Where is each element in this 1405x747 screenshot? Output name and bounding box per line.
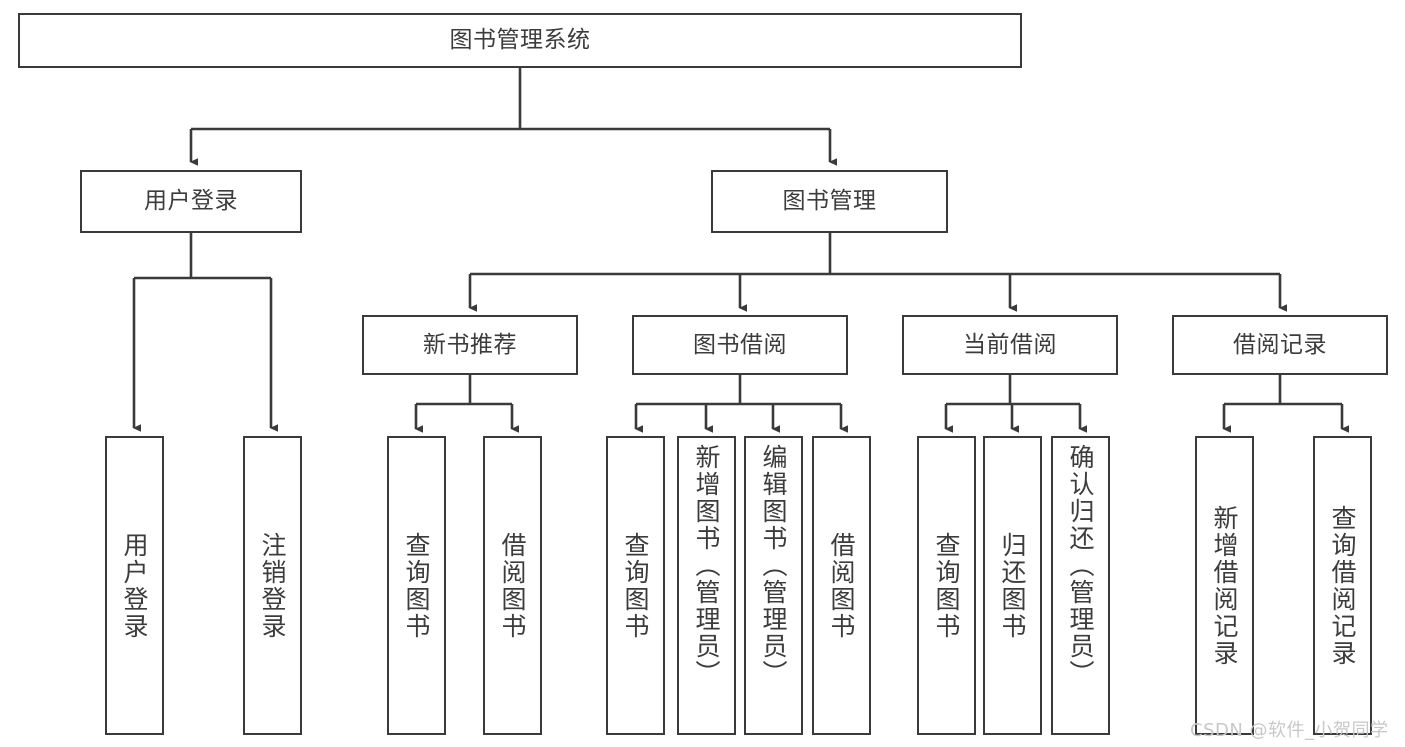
node-user-login[interactable]: 用户登录	[80, 170, 302, 233]
node-leaf-user-logout[interactable]: 注销登录	[243, 436, 302, 735]
node-leaf-return-book-label: 归还图书	[998, 531, 1027, 640]
node-new-book-recommend-label: 新书推荐	[423, 331, 517, 358]
node-root-system[interactable]: 图书管理系统	[18, 13, 1022, 68]
node-book-management-label: 图书管理	[782, 188, 877, 215]
node-leaf-add-book-admin[interactable]: 新增图书（管理员）	[677, 436, 736, 735]
node-leaf-query-borrow-record[interactable]: 查询借阅记录	[1313, 436, 1372, 735]
node-leaf-user-logout-label: 注销登录	[258, 531, 287, 640]
node-borrow-record[interactable]: 借阅记录	[1172, 315, 1388, 375]
node-leaf-borrow-book-label: 借阅图书	[827, 531, 856, 640]
node-current-borrow-label: 当前借阅	[963, 331, 1057, 358]
node-new-book-recommend[interactable]: 新书推荐	[362, 315, 578, 375]
node-book-borrow-label: 图书借阅	[693, 331, 787, 358]
node-leaf-query-book-current[interactable]: 查询图书	[917, 436, 976, 735]
node-leaf-edit-book-admin-label: 编辑图书（管理员）	[759, 444, 788, 687]
node-leaf-add-borrow-record[interactable]: 新增借阅记录	[1195, 436, 1254, 735]
node-borrow-record-label: 借阅记录	[1233, 331, 1327, 358]
node-leaf-confirm-return-admin[interactable]: 确认归还（管理员）	[1051, 436, 1110, 735]
node-leaf-borrow-book[interactable]: 借阅图书	[812, 436, 871, 735]
node-leaf-borrow-book-recommend-label: 借阅图书	[498, 531, 527, 640]
node-book-management[interactable]: 图书管理	[711, 170, 948, 233]
node-root-system-label: 图书管理系统	[449, 27, 591, 54]
node-leaf-add-book-admin-label: 新增图书（管理员）	[692, 444, 721, 687]
node-leaf-return-book[interactable]: 归还图书	[983, 436, 1042, 735]
node-leaf-confirm-return-admin-label: 确认归还（管理员）	[1066, 444, 1095, 687]
node-current-borrow[interactable]: 当前借阅	[902, 315, 1118, 375]
node-leaf-query-book-current-label: 查询图书	[932, 531, 961, 640]
node-leaf-query-book-recommend[interactable]: 查询图书	[387, 436, 446, 735]
node-leaf-user-login-label: 用户登录	[120, 531, 149, 640]
node-leaf-edit-book-admin[interactable]: 编辑图书（管理员）	[744, 436, 803, 735]
node-leaf-query-book-recommend-label: 查询图书	[402, 531, 431, 640]
node-leaf-user-login[interactable]: 用户登录	[105, 436, 164, 735]
node-leaf-query-book-borrow-label: 查询图书	[621, 531, 650, 640]
csdn-watermark: CSDN @软件_小贺同学	[1190, 720, 1389, 741]
node-leaf-borrow-book-recommend[interactable]: 借阅图书	[483, 436, 542, 735]
node-leaf-query-book-borrow[interactable]: 查询图书	[606, 436, 665, 735]
node-book-borrow[interactable]: 图书借阅	[632, 315, 848, 375]
node-leaf-query-borrow-record-label: 查询借阅记录	[1328, 504, 1357, 667]
node-leaf-add-borrow-record-label: 新增借阅记录	[1210, 504, 1239, 667]
node-user-login-label: 用户登录	[144, 188, 238, 215]
